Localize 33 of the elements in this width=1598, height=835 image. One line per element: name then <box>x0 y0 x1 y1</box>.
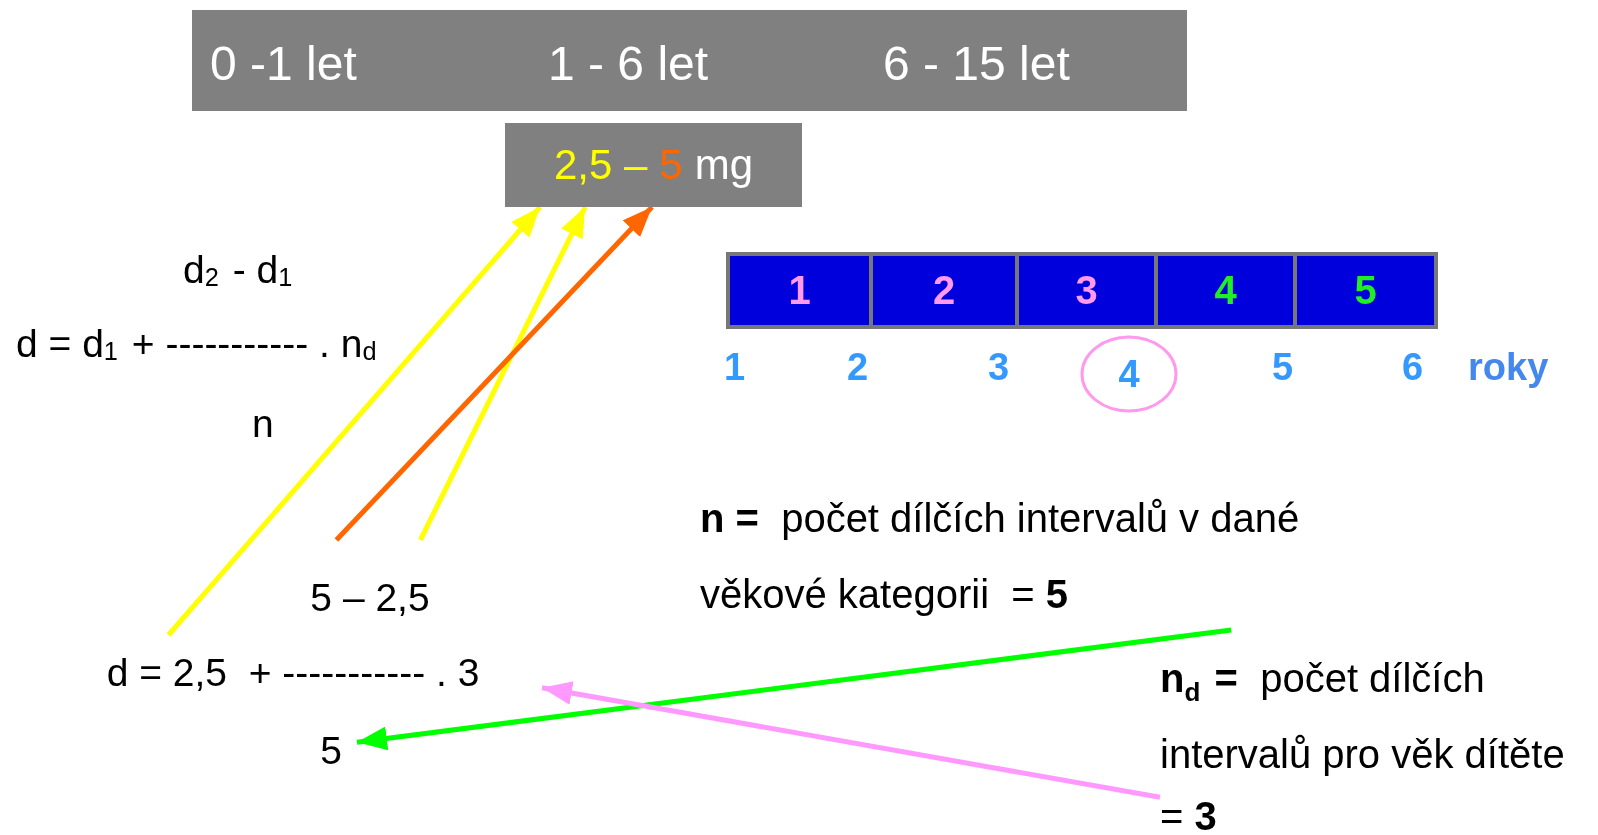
circled-year <box>1080 335 1178 413</box>
age-range-label: 6 - 15 let <box>883 36 1070 91</box>
arrow <box>541 681 1161 800</box>
year-number: 3 <box>988 346 1010 389</box>
age-range-label: 1 - 6 let <box>548 36 709 91</box>
dose-range-box <box>505 123 802 207</box>
age-band-box <box>192 10 1187 111</box>
formula-numerator: d$_{2}$ - d$_{1}$ <box>183 248 294 292</box>
formula-text: d = d$_{1}$ + ----------- . n$_{d}$ <box>16 322 378 366</box>
year-number: 6 <box>1402 346 1424 389</box>
dose-value: 5 <box>659 141 683 189</box>
axis-unit: roky <box>1468 346 1549 389</box>
definition-text: n$_{d}$ = počet dílčích intervalů pro věk dítěte = 3 <box>1160 655 1566 835</box>
formula-text: d = 2,5 + ----------- . 3 <box>106 651 480 695</box>
segment-number: 5 <box>1354 268 1377 313</box>
year-number: 4 <box>1118 352 1140 396</box>
arrow <box>356 627 1232 751</box>
arrow <box>166 205 542 637</box>
segment-number: 1 <box>788 268 811 313</box>
segment-number: 3 <box>1075 268 1098 313</box>
numerator-text: 5 – 2,5 <box>310 576 430 620</box>
segment-number: 2 <box>932 268 956 313</box>
denominator-text: 5 <box>320 729 342 773</box>
arrow <box>334 205 654 542</box>
arrow <box>418 205 588 542</box>
age-range-label: 0 -1 let <box>210 36 357 91</box>
segment-number: 4 <box>1214 268 1237 313</box>
dose-value: 2,5 – <box>553 141 648 189</box>
dose-value: mg <box>694 141 754 189</box>
year-number: 1 <box>724 346 746 389</box>
year-number: 2 <box>847 346 869 389</box>
formula-denominator: n <box>252 402 274 446</box>
year-number: 5 <box>1272 346 1294 389</box>
